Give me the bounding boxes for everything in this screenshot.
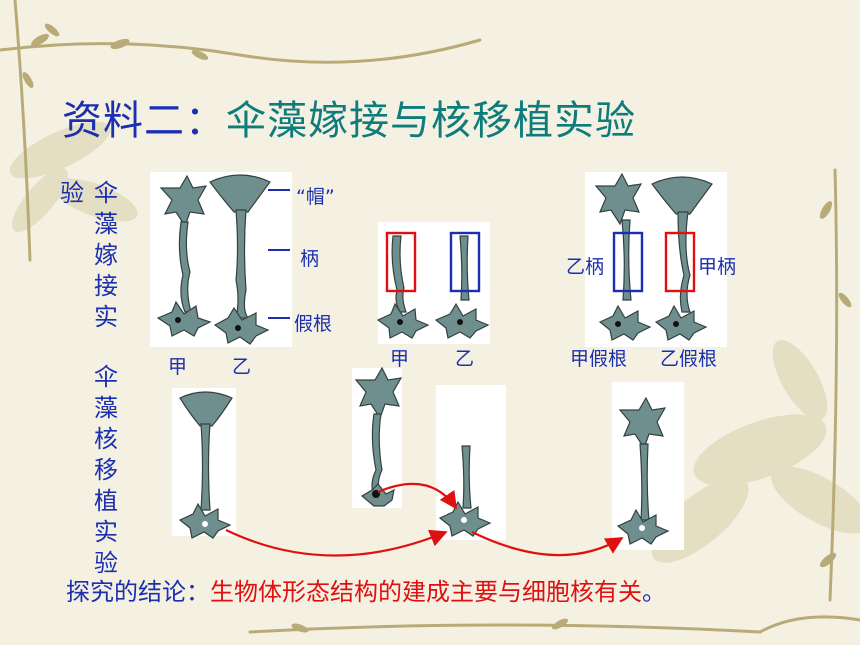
title-lead: 资料二：: [62, 98, 226, 144]
cap-label: “帽”: [296, 186, 335, 208]
conclusion-value: 生物体形态结构的建成主要与细胞核有关: [210, 578, 642, 606]
title-main: 伞藻嫁接与核移植实验: [226, 98, 636, 144]
jia-rhizoid-label: 甲假根: [570, 348, 628, 370]
cut-stalk-jia: [376, 235, 430, 339]
yi-rhizoid-label: 乙假根: [660, 348, 718, 370]
conclusion: 探究的结论：生物体形态结构的建成主要与细胞核有关。: [66, 572, 666, 607]
rhizoid-label: 假根: [294, 313, 333, 335]
yi-label-2: 乙: [455, 348, 475, 370]
conclusion-key: 探究的结论：: [66, 578, 210, 606]
yi-label: 乙: [232, 356, 252, 378]
jia-label: 甲: [168, 356, 188, 378]
graft-result-yi: [651, 176, 713, 341]
jia-label-2: 甲: [390, 348, 410, 370]
jia-alga: [156, 174, 212, 337]
left-label-char: 验: [60, 179, 84, 207]
conclusion-end: 。: [642, 578, 666, 606]
yi-stalk-label: 乙柄: [566, 256, 605, 278]
slide-title: 资料二：伞藻嫁接与核移植实验: [62, 88, 636, 146]
yi-alga: [209, 174, 271, 345]
graft-result-jia: [594, 172, 652, 341]
jia-stalk-label: 甲柄: [698, 256, 737, 278]
nuclear-transplant-label: 伞藻核移植实验: [94, 363, 118, 577]
graft-experiment-label: 伞藻嫁接实: [94, 179, 118, 331]
stalk-label: 柄: [300, 248, 320, 270]
